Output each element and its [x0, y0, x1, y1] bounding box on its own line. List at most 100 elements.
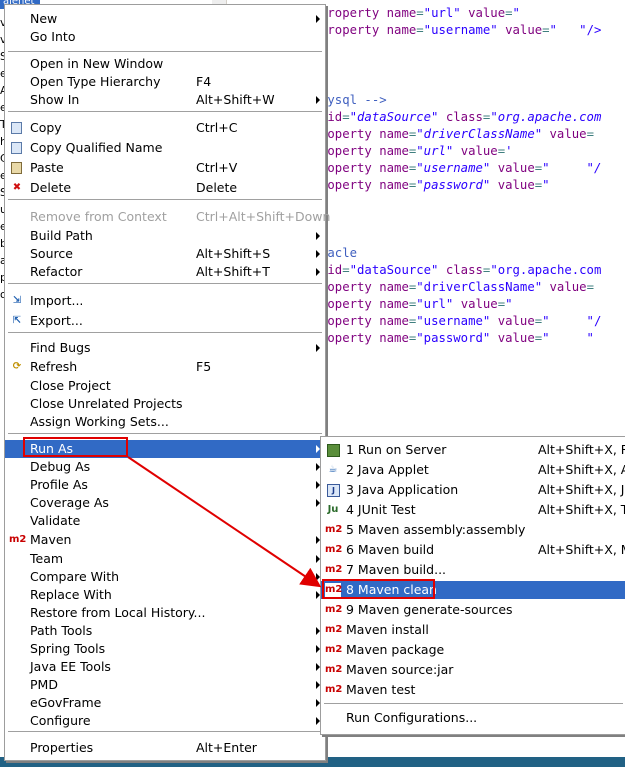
menu-item-label: Team: [30, 551, 64, 566]
main_menu-item-assign-working-sets[interactable]: Assign Working Sets...: [5, 413, 325, 431]
menu-item-label: Profile As: [30, 477, 88, 492]
code-line[interactable]: roperty name="driverClassName" value=: [320, 279, 594, 296]
code-line[interactable]: roperty name="username" value=" "/: [320, 160, 601, 177]
menu-item-label: Open Type Hierarchy: [30, 74, 161, 89]
menu-item-label: Maven test: [346, 682, 416, 697]
code-line[interactable]: roperty name="password" value=": [320, 177, 550, 194]
code-line[interactable]: id="dataSource" class="org.apache.com: [320, 262, 601, 279]
main_menu-item-profile-as[interactable]: Profile As: [5, 476, 325, 494]
code-token: " ": [542, 331, 594, 345]
code-token: "password": [416, 178, 498, 192]
menu-item-shortcut: Alt+Shift+X, R: [538, 442, 625, 457]
main_menu-item-find-bugs[interactable]: Find Bugs: [5, 339, 325, 357]
main_menu-item-coverage-as[interactable]: Coverage As: [5, 494, 325, 512]
code-line[interactable]: roperty name="driverClassName" value=: [320, 126, 594, 143]
main_menu-item-validate[interactable]: Validate: [5, 512, 325, 530]
menu-item-shortcut: Ctrl+C: [196, 120, 238, 135]
code-line[interactable]: roperty name="username" value=" "/: [320, 313, 601, 330]
main_menu-item-run-as[interactable]: Run As: [5, 440, 325, 458]
main_menu-item-java-ee-tools[interactable]: Java EE Tools: [5, 658, 325, 676]
junit-icon: Ju: [327, 504, 339, 515]
code-token: =: [416, 23, 424, 37]
main_menu-item-go-into[interactable]: Go Into: [5, 28, 325, 46]
main_menu-item-open-in-new-window[interactable]: Open in New Window: [5, 55, 325, 73]
code-token: =: [482, 110, 491, 124]
sub_menu-item-run-configurations[interactable]: Run Configurations...: [321, 709, 625, 727]
tree-fragment: A: [0, 82, 8, 100]
code-line[interactable]: property name="url" value=": [320, 5, 520, 22]
menu-item-label: Show In: [30, 92, 80, 107]
tree-fragment: u: [0, 201, 8, 219]
code-token: name: [379, 331, 409, 345]
code-token: "dataSource": [349, 263, 446, 277]
main_menu-item-egovframe[interactable]: eGovFrame: [5, 694, 325, 712]
main_menu-item-spring-tools[interactable]: Spring Tools: [5, 640, 325, 658]
menu-item-label: New: [30, 11, 58, 26]
main_menu-item-close-project[interactable]: Close Project: [5, 377, 325, 395]
submenu-arrow-icon: [316, 232, 320, 240]
applet-icon: ☕: [328, 464, 338, 475]
code-line[interactable]: roperty name="password" value=" ": [320, 330, 594, 347]
main_menu-item-replace-with[interactable]: Replace With: [5, 586, 325, 604]
main_menu-item-copy-qualified-name[interactable]: Copy Qualified Name: [5, 139, 325, 157]
code-line[interactable]: mysql -->: [320, 92, 387, 109]
main_menu-item-new[interactable]: New: [5, 10, 325, 28]
main_menu-item-restore-from-local-history[interactable]: Restore from Local History...: [5, 604, 325, 622]
code-line[interactable]: roperty name="url" value=': [320, 143, 513, 160]
code-token: =: [586, 280, 594, 294]
code-line[interactable]: id="dataSource" class="org.apache.com: [320, 109, 601, 126]
menu-item-shortcut: Alt+Shift+X, A: [538, 462, 625, 477]
main_menu-item-compare-with[interactable]: Compare With: [5, 568, 325, 586]
main_menu-item-configure[interactable]: Configure: [5, 712, 325, 730]
menu-item-label: Maven source:jar: [346, 662, 454, 677]
code-line[interactable]: roperty name="url" value=": [320, 296, 513, 313]
code-token: ": [512, 6, 520, 20]
main_menu-item-debug-as[interactable]: Debug As: [5, 458, 325, 476]
menu-item-label: Restore from Local History...: [30, 605, 206, 620]
code-token: =: [534, 331, 543, 345]
main_menu-item-team[interactable]: Team: [5, 550, 325, 568]
main_menu-item-import[interactable]: ⇲Import...: [5, 292, 325, 310]
menu-item-label: 6 Maven build: [346, 542, 435, 557]
code-token: roperty: [320, 297, 380, 311]
main_menu-item-pmd[interactable]: PMD: [5, 676, 325, 694]
main_menu-item-export[interactable]: ⇱Export...: [5, 312, 325, 330]
main_menu-item-path-tools[interactable]: Path Tools: [5, 622, 325, 640]
code-token: =: [342, 110, 350, 124]
menu-item-label: Coverage As: [30, 495, 109, 510]
main_menu-item-build-path[interactable]: Build Path: [5, 227, 325, 245]
code-line[interactable]: racle: [320, 245, 357, 262]
tree-fragment: S: [0, 184, 8, 202]
menu-item-label: Debug As: [30, 459, 91, 474]
tree-fragment: e: [0, 218, 8, 236]
main_menu-item-close-unrelated-projects[interactable]: Close Unrelated Projects: [5, 395, 325, 413]
code-token: =: [586, 127, 594, 141]
submenu-arrow-icon: [316, 681, 320, 689]
menu-item-label: Refactor: [30, 264, 83, 279]
code-line[interactable]: property name="username" value=" "/>: [320, 22, 601, 39]
